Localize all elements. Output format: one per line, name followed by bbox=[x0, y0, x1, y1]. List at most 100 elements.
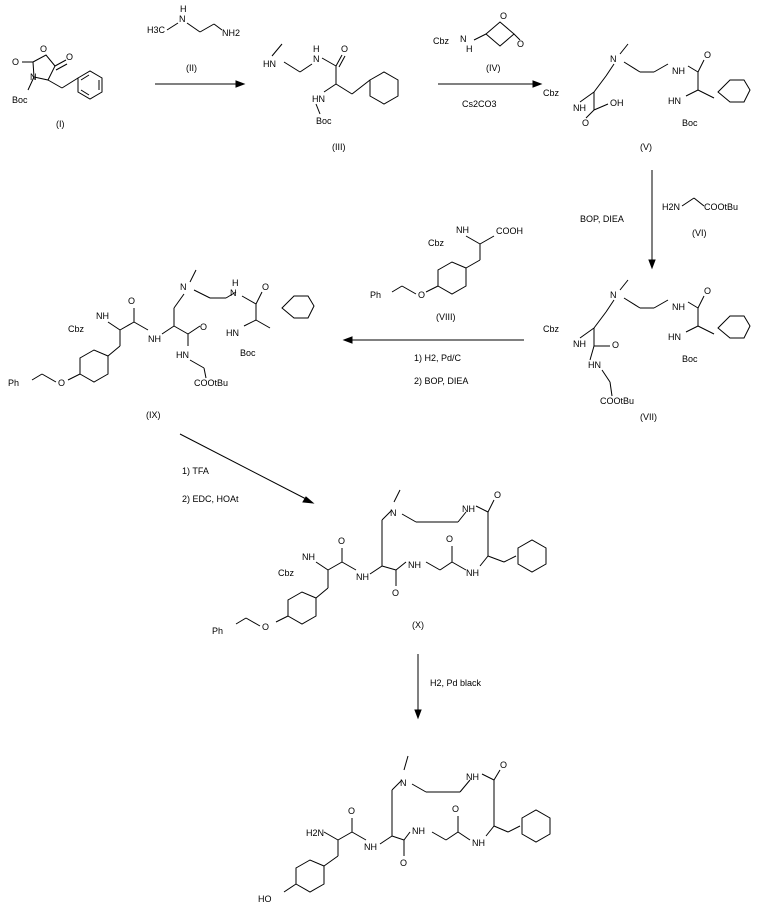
cbz-group: Cbz bbox=[543, 88, 560, 98]
compound-label-v: (V) bbox=[640, 142, 652, 152]
amide-nh-group: NH bbox=[356, 572, 369, 582]
amide-o-atom: O bbox=[452, 804, 459, 814]
cbz-group: Cbz bbox=[433, 36, 450, 46]
amide-o-atom: O bbox=[338, 536, 345, 546]
amide-nh-group: NH bbox=[672, 66, 685, 76]
phenyl-group: Ph bbox=[212, 626, 223, 636]
tertiary-n-atom: N bbox=[610, 54, 617, 64]
amine-hn-group: HN bbox=[263, 59, 276, 69]
amide-o-atom: O bbox=[446, 534, 453, 544]
carbamate-nh-group: NH bbox=[573, 339, 586, 349]
compound-vi-structure: H2N COOtBu (VI) bbox=[662, 197, 738, 238]
final-product-structure: H2N O NH HO N NH O NH O NH O bbox=[258, 755, 551, 904]
ester-group: COOtBu bbox=[194, 378, 228, 388]
amine-h-atom: H bbox=[180, 4, 187, 14]
carboxyl-cooh-group: COOH bbox=[496, 226, 523, 236]
carbamate-nh-group: NH bbox=[456, 225, 469, 235]
tertiary-n-atom: N bbox=[390, 508, 397, 518]
amide-n-atom: N bbox=[230, 288, 237, 298]
tertiary-n-atom: N bbox=[180, 282, 187, 292]
amide-h-atom: H bbox=[232, 278, 239, 288]
condition-hydrogenation: 1) H2, Pd/C bbox=[414, 353, 462, 363]
amide-n-atom: N bbox=[313, 54, 320, 64]
amine-hn-group: HN bbox=[312, 94, 325, 104]
condition-coupling: BOP, DIEA bbox=[580, 214, 624, 224]
methyl-group: H3C bbox=[147, 25, 166, 35]
amide-o-atom: O bbox=[200, 322, 207, 332]
phenyl-group: Ph bbox=[8, 378, 19, 388]
amide-h-atom: H bbox=[313, 44, 320, 54]
amine-hn-group: HN bbox=[226, 328, 239, 338]
compound-vii-structure: Cbz NH O HN COOtBu N NH O HN Boc (VII) bbox=[543, 279, 751, 422]
compound-iv-structure: O O N H Cbz (IV) bbox=[433, 11, 524, 73]
amide-nh-group: NH bbox=[408, 560, 421, 570]
compound-label-iii: (III) bbox=[332, 142, 346, 152]
boc-group: Boc bbox=[316, 116, 332, 126]
amine-hn-group: HN bbox=[668, 96, 681, 106]
phenyl-group: Ph bbox=[370, 290, 381, 300]
cbz-group: Cbz bbox=[68, 324, 85, 334]
boc-group: Boc bbox=[12, 95, 28, 105]
carbonyl-o-atom: O bbox=[12, 57, 19, 67]
condition-coupling: 2) BOP, DIEA bbox=[414, 376, 468, 386]
amide-o-atom: O bbox=[348, 806, 355, 816]
amide-hn-group: HN bbox=[588, 360, 601, 370]
carboxyl-oh-group: OH bbox=[610, 98, 624, 108]
carbamate-nh-group: NH bbox=[96, 311, 109, 321]
boc-group: Boc bbox=[240, 348, 256, 358]
amide-o-atom: O bbox=[612, 340, 619, 350]
ether-o-atom: O bbox=[418, 290, 425, 300]
ring-n-atom: N bbox=[30, 72, 37, 82]
boc-group: Boc bbox=[682, 118, 698, 128]
compound-label-viii: (VIII) bbox=[436, 312, 456, 322]
amine-nh2-group: NH2 bbox=[222, 28, 240, 38]
amine-hn-group: HN bbox=[668, 332, 681, 342]
compound-label-ii: (II) bbox=[186, 63, 197, 73]
amide-o-atom: O bbox=[262, 282, 269, 292]
ring-o-atom: O bbox=[40, 44, 47, 54]
amide-nh-group: NH bbox=[472, 838, 485, 848]
amide-nh-group: NH bbox=[466, 568, 479, 578]
cbz-group: Cbz bbox=[428, 238, 445, 248]
compound-x-structure: Cbz NH O NH O Ph N NH O NH O NH bbox=[212, 489, 547, 636]
amide-nh-group: NH bbox=[412, 826, 425, 836]
condition-base: Cs2CO3 bbox=[462, 99, 497, 109]
carbamate-n-atom: N bbox=[460, 34, 467, 44]
ester-group: COOtBu bbox=[704, 202, 738, 212]
amide-o-atom: O bbox=[341, 44, 348, 54]
amine-h2n-group: H2N bbox=[306, 828, 324, 838]
carbonyl-o-atom: O bbox=[66, 52, 73, 62]
amide-o-atom: O bbox=[500, 760, 507, 770]
phenol-ho-group: HO bbox=[258, 894, 272, 904]
reaction-arrow-4: 1) H2, Pd/C 2) BOP, DIEA bbox=[342, 336, 524, 386]
compound-iii-structure: HN N H O HN Boc (III) bbox=[263, 43, 399, 152]
compound-label-i: (I) bbox=[56, 119, 65, 129]
amide-o-atom: O bbox=[704, 286, 711, 296]
amide-o-atom: O bbox=[494, 490, 501, 500]
amide-o-atom: O bbox=[128, 296, 135, 306]
amine-h2n-group: H2N bbox=[662, 202, 680, 212]
ether-o-atom: O bbox=[262, 622, 269, 632]
amide-o-atom: O bbox=[704, 50, 711, 60]
amide-o-atom: O bbox=[392, 588, 399, 598]
ring-o-atom: O bbox=[500, 11, 507, 21]
ether-o-atom: O bbox=[58, 378, 65, 388]
reaction-arrow-3: BOP, DIEA bbox=[580, 170, 656, 270]
reaction-arrow-5: 1) TFA 2) EDC, HOAt bbox=[179, 433, 315, 504]
cbz-group: Cbz bbox=[278, 568, 295, 578]
reaction-arrow-6: H2, Pd black bbox=[414, 654, 482, 720]
tertiary-n-atom: N bbox=[400, 778, 407, 788]
compound-label-vii: (VII) bbox=[640, 412, 657, 422]
amide-nh-group: NH bbox=[148, 334, 161, 344]
compound-ii-structure: H3C N H NH2 (II) bbox=[147, 4, 240, 73]
amide-o-atom: O bbox=[400, 858, 407, 868]
carbamate-nh-group: NH bbox=[573, 103, 586, 113]
compound-label-ix: (IX) bbox=[146, 410, 161, 420]
condition-cyclization: 2) EDC, HOAt bbox=[182, 494, 239, 504]
compound-label-iv: (IV) bbox=[486, 63, 501, 73]
carbonyl-o-atom: O bbox=[517, 39, 524, 49]
amide-nh-group: NH bbox=[364, 842, 377, 852]
condition-final-deprotection: H2, Pd black bbox=[430, 678, 482, 688]
cbz-group: Cbz bbox=[543, 324, 560, 334]
